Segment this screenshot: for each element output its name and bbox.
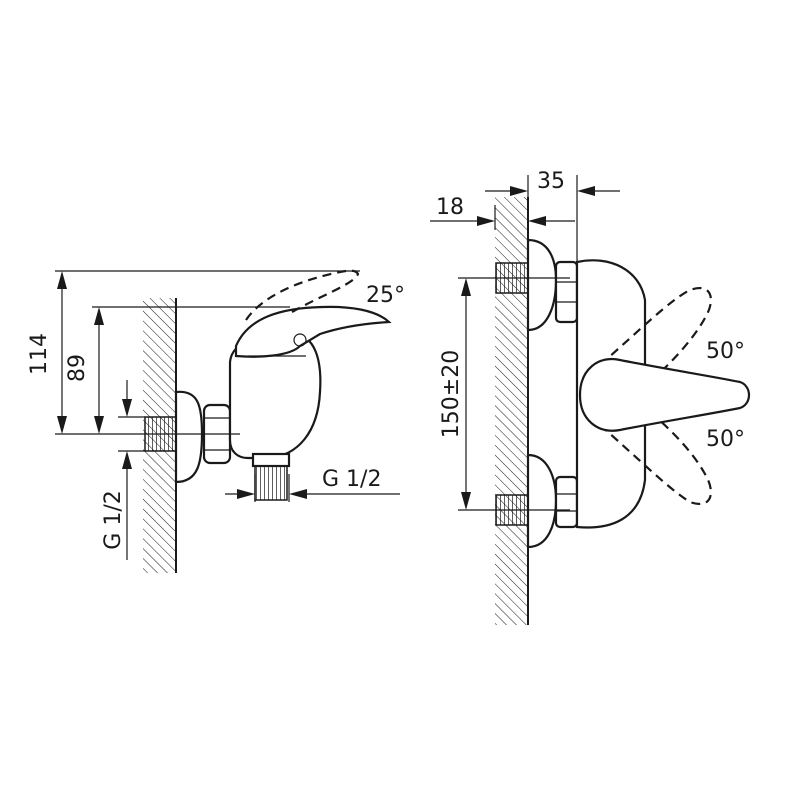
front-lever-up-outline bbox=[599, 287, 712, 401]
dim-150-label: 150±20 bbox=[439, 350, 464, 438]
side-outlet-thread bbox=[254, 465, 288, 501]
front-lever-down-outline bbox=[599, 394, 712, 505]
dim-89-label: 89 bbox=[65, 354, 90, 382]
dim-35-label: 35 bbox=[537, 169, 565, 194]
angle-50-up-label: 50° bbox=[706, 339, 745, 364]
front-upper-escutcheon bbox=[526, 238, 558, 332]
dim-114-label: 114 bbox=[27, 333, 52, 375]
front-lower-nut bbox=[554, 475, 579, 529]
front-wall-hatch bbox=[495, 197, 528, 625]
front-view: 35 18 150±20 50° 50° bbox=[430, 169, 751, 625]
front-upper-nut bbox=[554, 260, 579, 324]
side-escutcheon bbox=[174, 390, 204, 484]
front-lever-handle bbox=[578, 357, 751, 432]
angle-50-down-label: 50° bbox=[706, 427, 745, 452]
dim-18-label: 18 bbox=[436, 195, 464, 220]
thread-outlet-label: G 1/2 bbox=[322, 467, 381, 492]
side-view: 114 89 G 1/2 G 1/2 25° bbox=[27, 269, 405, 573]
angle-25-label: 25° bbox=[366, 283, 405, 308]
side-lever-handle bbox=[234, 305, 392, 358]
thread-wall-label: G 1/2 bbox=[101, 490, 126, 549]
side-outlet-nut bbox=[251, 452, 291, 468]
front-lower-escutcheon bbox=[526, 453, 558, 549]
side-lever-raised-outline bbox=[245, 269, 360, 321]
